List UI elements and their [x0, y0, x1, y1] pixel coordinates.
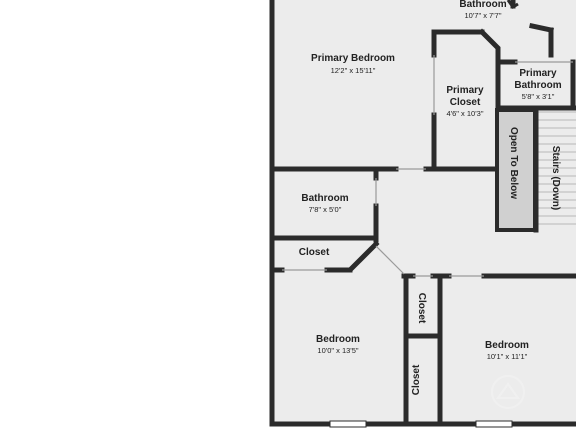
- bedroom-right-name: Bedroom: [485, 340, 529, 351]
- bathroom-dims: 7'8" x 5'0": [309, 205, 342, 214]
- bathroom-name: Bathroom: [301, 193, 348, 204]
- primary-closet-name-line2: Closet: [450, 97, 481, 108]
- walls: [269, 0, 576, 427]
- doors: [282, 55, 573, 277]
- watermark-logo: [491, 375, 525, 409]
- bathroom-top-dims: 10'7" x 7'7": [465, 11, 502, 20]
- windows: [329, 420, 513, 428]
- primary-bathroom-name-line1: Primary: [519, 68, 557, 79]
- primary-closet-dims: 4'6" x 10'3": [447, 109, 484, 118]
- bedroom-left-dims: 10'0" x 13'5": [317, 346, 358, 355]
- open-to-below-label: Open To Below: [508, 127, 519, 199]
- open-to-below-frame: [495, 108, 537, 232]
- primary-bathroom-name-line2: Bathroom: [514, 80, 561, 91]
- closet-mid-upper-label: Closet: [416, 293, 427, 324]
- bedroom-right-dims: 10'1" x 11'1": [487, 352, 528, 361]
- primary-bedroom-dims: 12'2" x 15'11": [331, 66, 376, 75]
- bedroom-left-name: Bedroom: [316, 334, 360, 345]
- bathroom-top-name: Bathroom: [459, 0, 506, 10]
- primary-bathroom-dims: 5'8" x 3'1": [522, 92, 555, 101]
- primary-closet-name-line1: Primary: [446, 85, 484, 96]
- primary-bedroom-name: Primary Bedroom: [311, 53, 395, 64]
- closet-mid-lower-label: Closet: [411, 364, 422, 395]
- door-swing-mark: [506, 0, 519, 9]
- stairs-label: Stairs (Down): [550, 146, 561, 210]
- closet-hall-label: Closet: [299, 247, 330, 258]
- stair-treads: [537, 111, 576, 225]
